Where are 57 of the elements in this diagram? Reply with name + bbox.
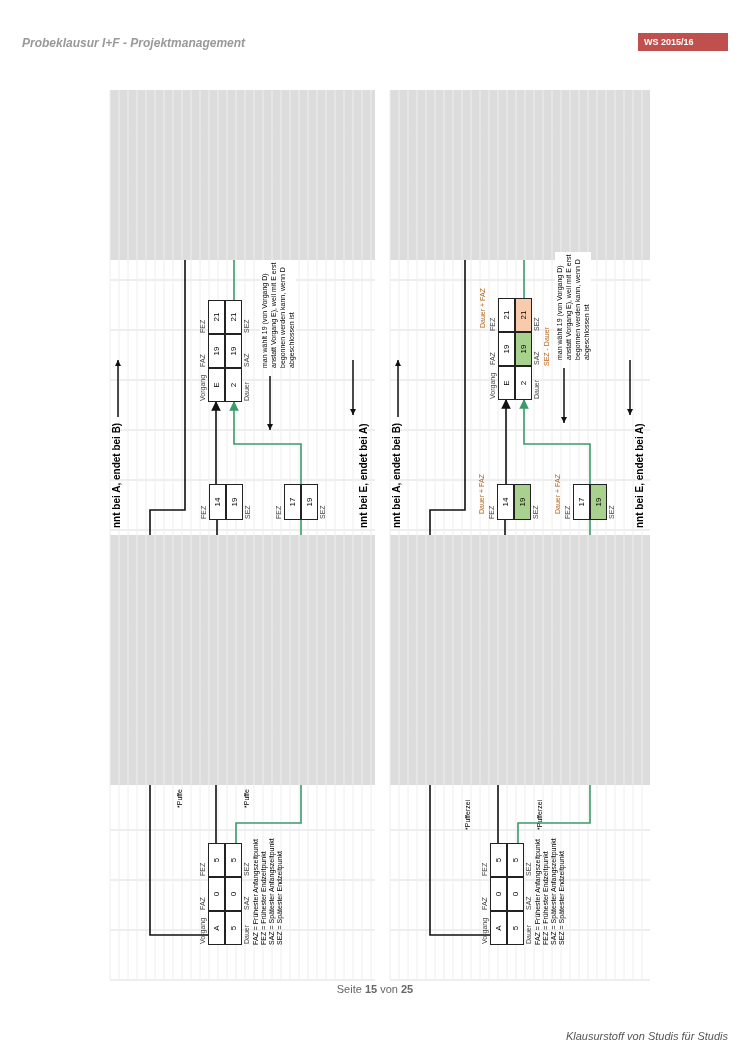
table-cell: 21 [498, 298, 515, 332]
connector-line [211, 401, 221, 485]
table-cell: 2 [225, 368, 242, 402]
table-cell: 19 [590, 484, 607, 520]
connector-line [519, 399, 591, 485]
table-cell: 19 [225, 334, 242, 368]
table-cell: 21 [515, 298, 532, 332]
table-cell: E [208, 368, 225, 402]
connector-line [149, 259, 186, 536]
table-cell: 19 [226, 484, 243, 520]
table-cell: 19 [515, 332, 532, 366]
section-heading: nnt bei E, endet bei A) [358, 423, 369, 528]
table-cell: A [490, 911, 507, 945]
table-cell: 0 [208, 877, 225, 911]
footer-text: Klausurstoff von Studis für Studis [565, 1030, 728, 1042]
page-number: Seite 15 von 25 [335, 983, 415, 995]
semester-badge: WS 2015/16 [638, 33, 728, 51]
section-heading: nnt bei E, endet bei A) [634, 423, 645, 528]
connector-line [523, 259, 525, 299]
table-cell: 19 [208, 334, 225, 368]
table-cell: 17 [284, 484, 301, 520]
table-cell: 5 [225, 843, 242, 877]
connector-line [216, 519, 218, 536]
table-cell: 19 [514, 484, 531, 520]
connector-line [429, 784, 491, 936]
connector-line [589, 519, 591, 536]
table-cell: 21 [225, 300, 242, 334]
table-cell: 17 [573, 484, 590, 520]
connector-line [300, 519, 302, 536]
table-cell: 5 [490, 843, 507, 877]
table-cell: 5 [225, 911, 242, 945]
table-cell: 19 [498, 332, 515, 366]
connector-line [497, 784, 499, 844]
table-cell: 0 [490, 877, 507, 911]
connector-line [517, 784, 591, 844]
table-cell: 5 [208, 843, 225, 877]
table-cell: A [208, 911, 225, 945]
table-cell: 0 [225, 877, 242, 911]
connector-line [149, 784, 209, 936]
table-cell: 14 [209, 484, 226, 520]
connector-line [504, 519, 506, 536]
connector-line [233, 259, 235, 301]
table-cell: E [498, 366, 515, 400]
connector-line [229, 401, 302, 485]
table-cell: 0 [507, 877, 524, 911]
table-cell: 5 [507, 843, 524, 877]
connector-line [215, 784, 217, 844]
table-cell: 14 [497, 484, 514, 520]
page-header: Probeklausur I+F - Projektmanagement [22, 36, 246, 50]
table-cell: 2 [515, 366, 532, 400]
connector-line [501, 399, 511, 485]
connector-line [429, 259, 466, 536]
table-cell: 19 [301, 484, 318, 520]
table-cell: 21 [208, 300, 225, 334]
table-cell: 5 [507, 911, 524, 945]
section-heading: nnt bei A, endet bei B) [391, 422, 402, 528]
connector-line [235, 784, 302, 844]
